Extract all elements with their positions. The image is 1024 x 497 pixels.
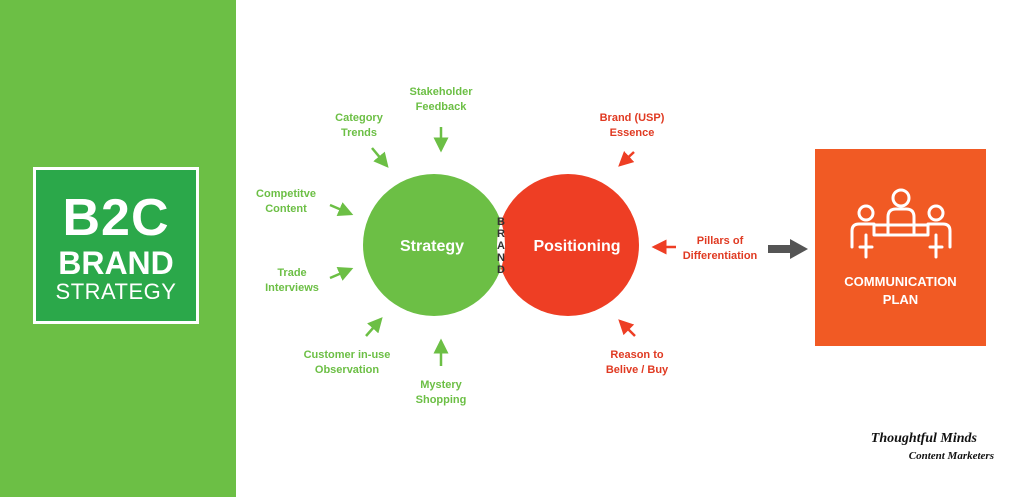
arrow-reason — [618, 319, 636, 337]
title-b2c: B2C — [62, 189, 170, 247]
strategy-label: Strategy — [400, 238, 464, 255]
strategy-circle — [363, 174, 505, 316]
title-brand: BRAND — [58, 245, 174, 281]
label-customer-observation: Customer in-use Observation — [303, 349, 391, 376]
output-arrow — [768, 239, 808, 259]
brand-letter: D — [497, 264, 505, 276]
label-brand-usp-essence: Brand (USP) Essence — [599, 112, 665, 139]
arrow-category — [371, 147, 389, 168]
communication-plan-box: COMMUNICATION PLAN — [815, 149, 986, 346]
credit-tagline: Content Marketers — [908, 450, 994, 462]
title-box: B2C BRAND STRATEGY — [33, 167, 199, 324]
label-reason-to-buy: Reason to Belive / Buy — [605, 349, 669, 376]
arrow-brand-usp — [618, 150, 635, 167]
label-trade-interviews: Trade Interviews — [265, 267, 319, 294]
arrow-customer — [365, 317, 383, 337]
positioning-label: Positioning — [533, 238, 620, 255]
brand-letter: R — [497, 228, 505, 240]
brand-vertical-label: BRAND — [497, 216, 505, 276]
brand-letter: N — [497, 252, 505, 264]
label-competitive-content: Competitve Content — [256, 188, 316, 215]
team-meeting-icon — [850, 188, 952, 259]
brand-letter: B — [497, 216, 505, 228]
left-green-panel: B2C BRAND STRATEGY — [0, 0, 236, 497]
label-category-trends: Category Trends — [335, 112, 383, 139]
arrow-competitive — [329, 202, 354, 216]
positioning-circle — [497, 174, 639, 316]
brand-letter: A — [497, 240, 505, 252]
label-mystery-shopping: Mystery Shopping — [415, 379, 467, 406]
title-strategy: STRATEGY — [55, 279, 177, 304]
label-pillars-differentiation: Pillars of Differentiation — [682, 235, 758, 262]
credit-company: Thoughtful Minds — [870, 431, 977, 446]
arrow-trade — [329, 267, 354, 281]
communication-plan-label: COMMUNICATION PLAN — [844, 274, 957, 307]
label-stakeholder-feedback: Stakeholder Feedback — [409, 86, 473, 113]
